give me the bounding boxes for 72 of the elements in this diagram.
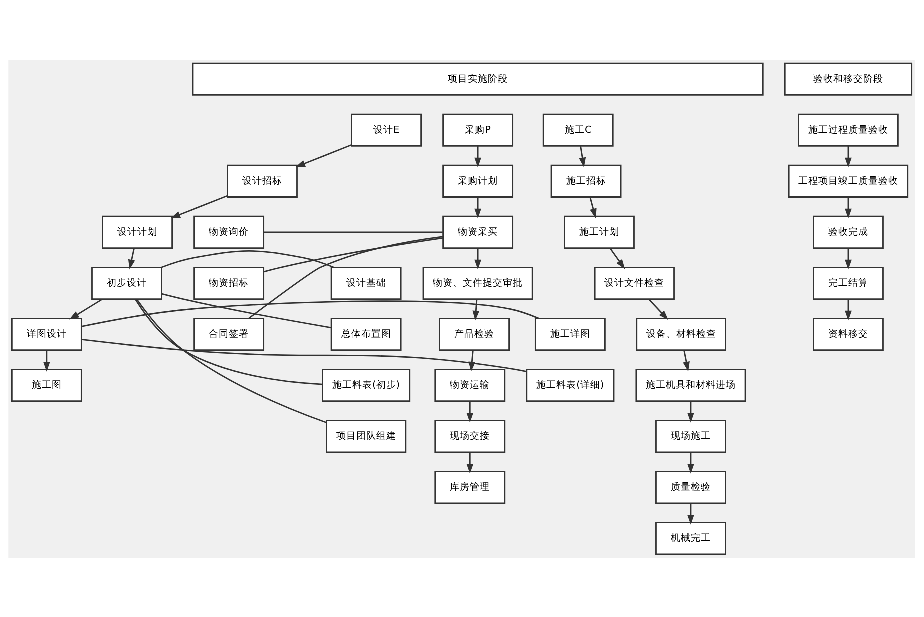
arrow <box>845 298 852 320</box>
node-box: 验收完成 <box>813 215 884 248</box>
node-box: 设计招标 <box>227 164 298 198</box>
node-box: 现场施工 <box>656 420 726 453</box>
connector <box>136 298 327 423</box>
node-box: 物资运输 <box>434 368 506 402</box>
node-box: 物资询价 <box>194 215 265 248</box>
node-box: 设备、材料检查 <box>636 317 726 351</box>
node-box: 施工招标 <box>550 164 622 198</box>
arrow <box>845 196 852 218</box>
arrow <box>579 146 586 168</box>
node-box: 设计计划 <box>102 215 174 248</box>
node-box: 总体布置图 <box>330 317 402 351</box>
arrow <box>468 350 476 372</box>
node-box: 采购计划 <box>442 164 514 198</box>
node-box: 施工计划 <box>564 215 635 248</box>
arrow <box>590 196 597 218</box>
node-box: 资料移交 <box>813 317 884 351</box>
arrow <box>474 196 482 218</box>
node-box: 设计基础 <box>330 266 402 300</box>
arrow <box>296 144 352 167</box>
node-box: 验收和移交阶段 <box>784 62 913 96</box>
node-box: 项目实施阶段 <box>192 62 764 96</box>
node-box: 质量检验 <box>656 470 726 504</box>
arrow <box>683 350 690 372</box>
arrow <box>466 400 474 422</box>
node-box: 库房管理 <box>434 470 506 504</box>
node-box: 初步设计 <box>92 266 162 300</box>
connector <box>135 298 322 385</box>
node-box: 施工详图 <box>534 317 606 351</box>
node-box: 工程项目竣工质量验收 <box>788 164 909 198</box>
node-box: 采购P <box>442 113 514 146</box>
connector <box>264 237 444 272</box>
node-box: 施工料表(初步) <box>322 368 411 402</box>
arrow <box>688 503 694 524</box>
arrow <box>610 247 626 269</box>
connector <box>161 250 334 268</box>
arrow <box>466 452 474 474</box>
node-box: 施工C <box>542 113 614 146</box>
node-box: 施工料表(详细) <box>526 368 615 402</box>
node-box: 物资招标 <box>194 266 265 300</box>
arrow <box>688 400 694 422</box>
arrow <box>170 194 228 218</box>
arrow <box>43 350 50 372</box>
node-box: 物资采买 <box>442 215 514 248</box>
node-box: 物资、文件提交审批 <box>422 266 534 300</box>
connector <box>264 231 443 233</box>
node-box: 施工图 <box>11 368 82 402</box>
node-box: 设计文件检查 <box>594 266 675 300</box>
connector <box>248 236 444 318</box>
arrow <box>472 298 480 320</box>
arrow <box>474 248 482 270</box>
node-box: 产品检验 <box>439 317 510 351</box>
node-box: 项目团队组建 <box>326 420 407 453</box>
node-box: 现场交接 <box>434 420 506 453</box>
node-box: 合同签署 <box>194 317 265 351</box>
connector <box>82 300 540 327</box>
arrow <box>648 298 669 320</box>
node-box: 施工机具和材料进场 <box>636 368 746 402</box>
node-box: 施工过程质量验收 <box>798 113 899 146</box>
connector <box>82 338 527 372</box>
arrow <box>688 452 694 474</box>
arrow <box>845 248 852 270</box>
node-box: 机械完工 <box>656 522 726 555</box>
arrow <box>69 298 103 320</box>
arrow <box>845 146 852 168</box>
node-box: 完工结算 <box>813 266 884 300</box>
arrow <box>128 248 136 270</box>
node-box: 详图设计 <box>11 317 82 351</box>
connector <box>162 292 332 328</box>
arrow <box>474 146 482 168</box>
node-box: 设计E <box>351 113 422 146</box>
